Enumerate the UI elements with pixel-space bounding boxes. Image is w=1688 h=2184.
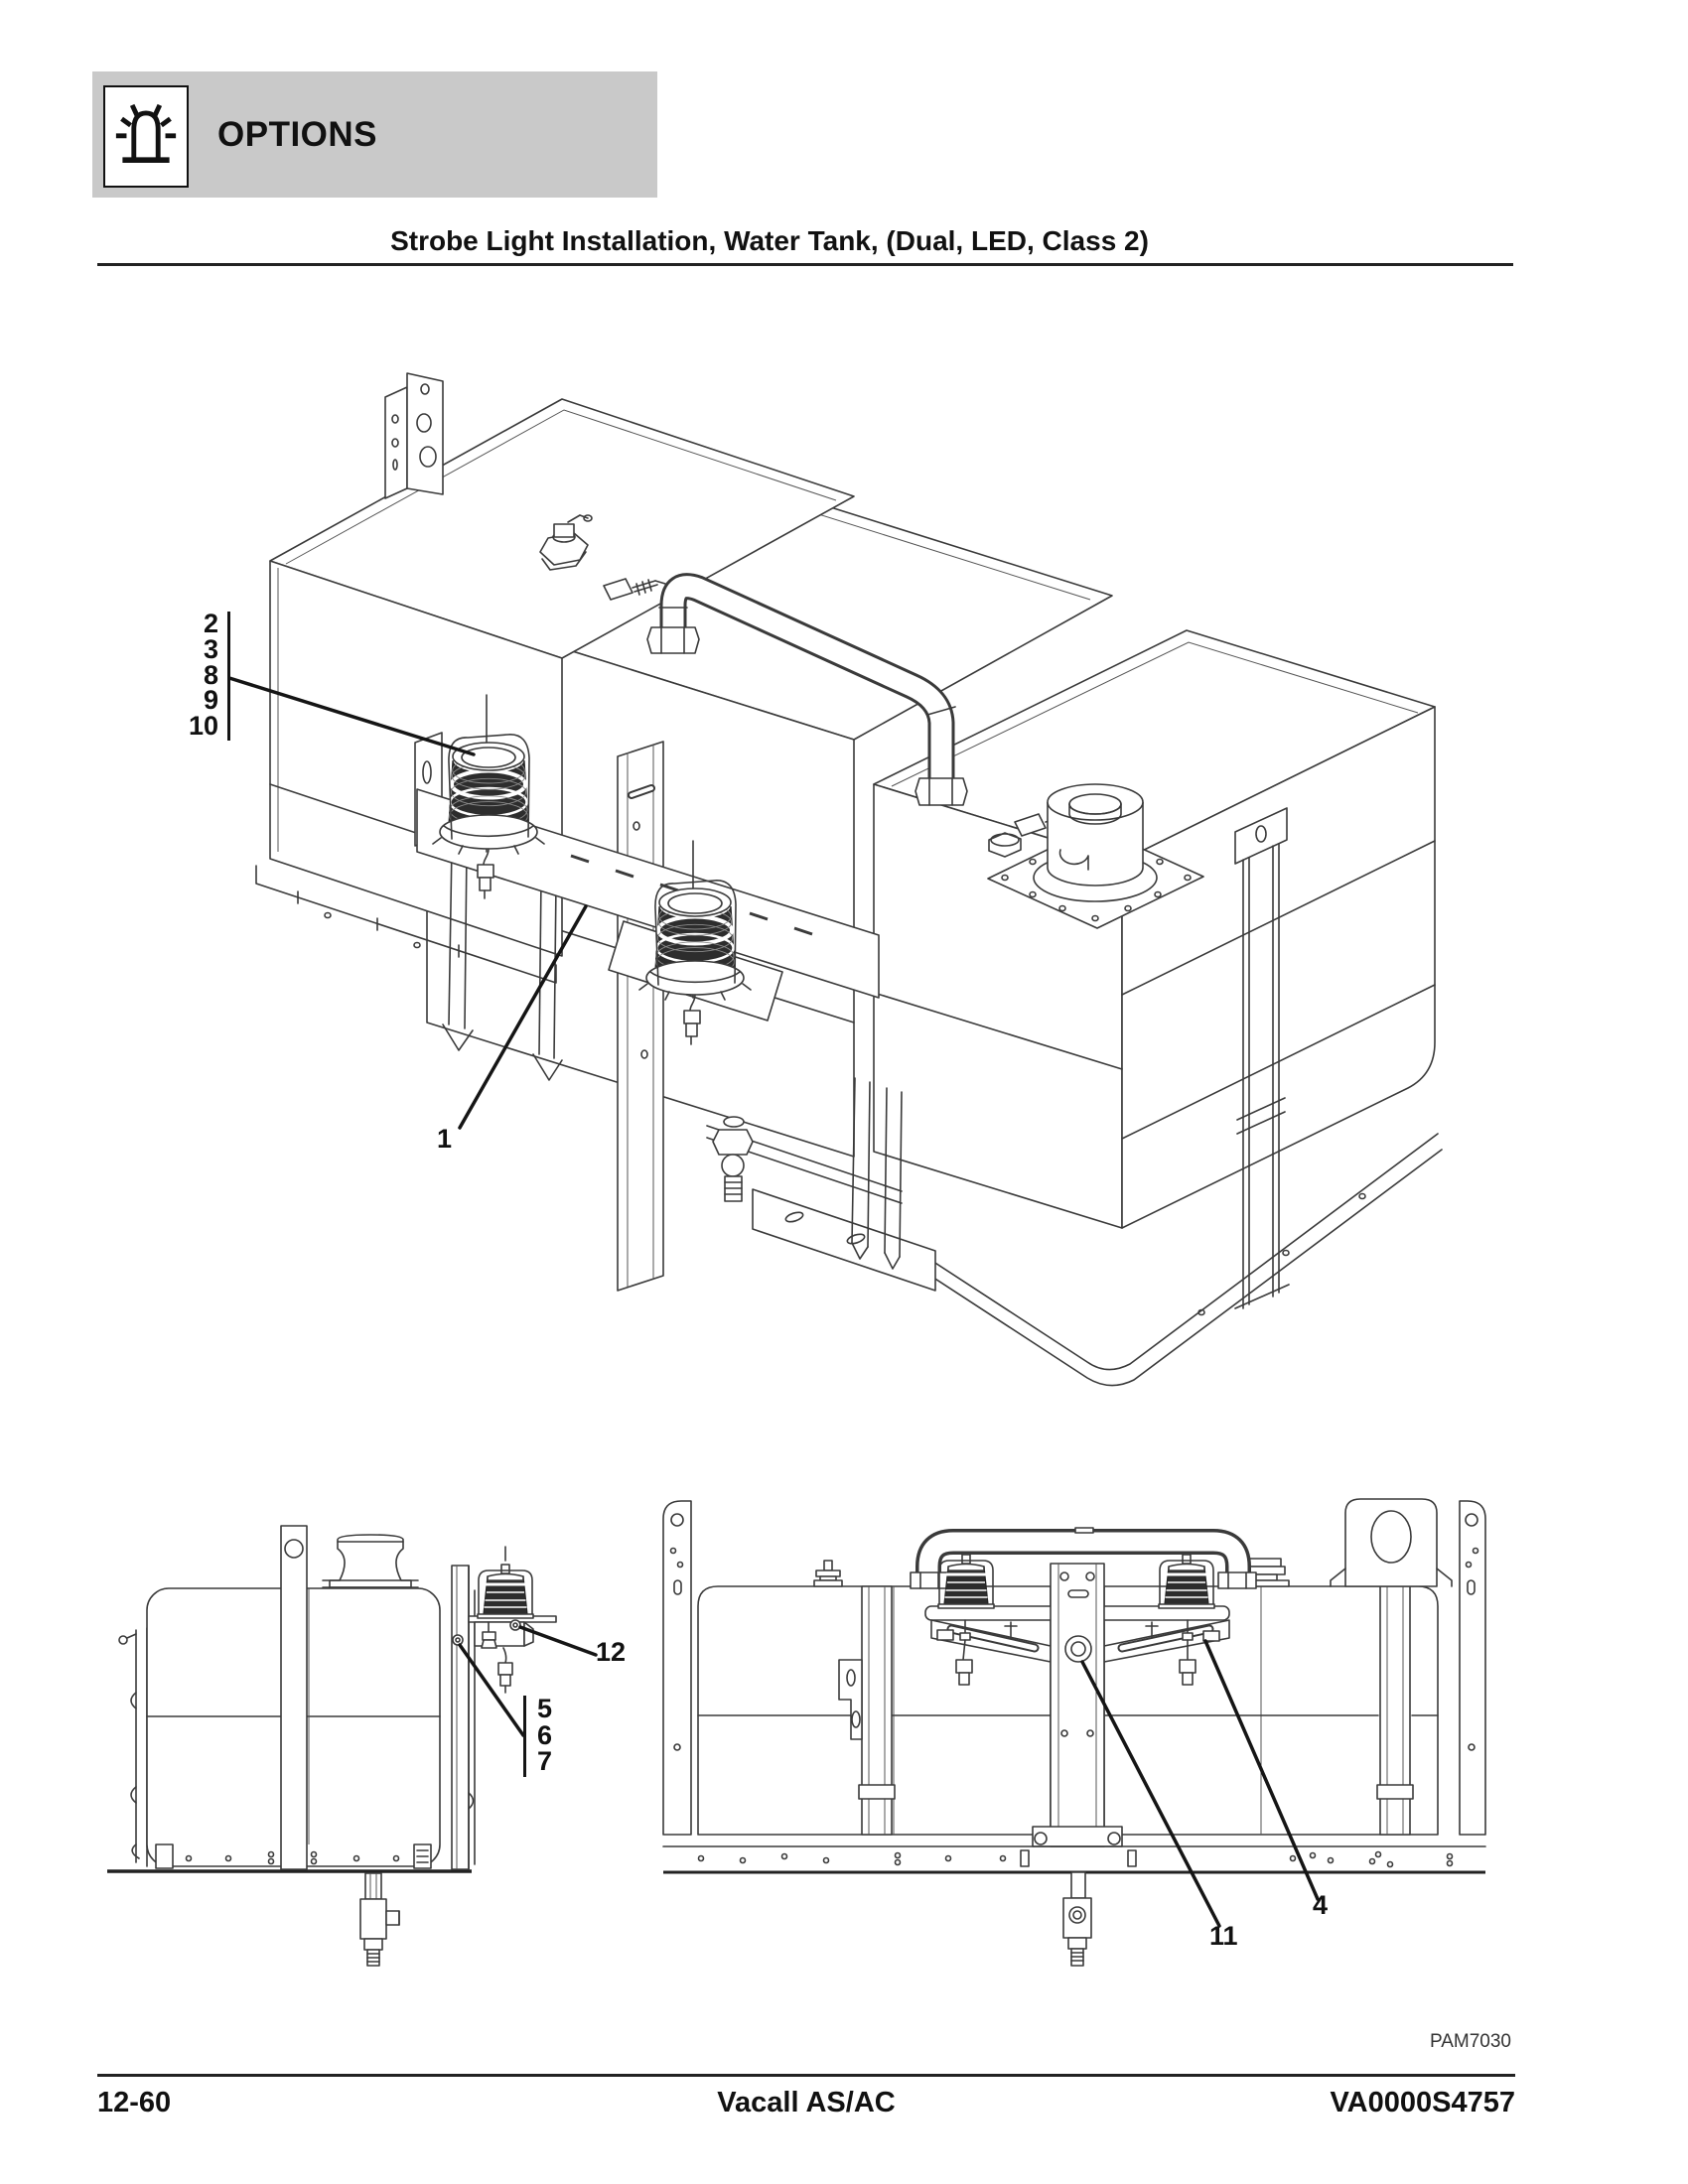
leader-item-12 (518, 1625, 598, 1657)
footer-model: Vacall AS/AC (717, 2087, 896, 2118)
strobe-light (432, 694, 545, 899)
footer-rule (97, 2074, 1515, 2077)
section-header-bar: OPTIONS (92, 71, 657, 198)
figure-code: PAM7030 (1429, 2031, 1511, 2052)
leader-item-4 (1203, 1639, 1320, 1901)
callout-11: 11 (1209, 1921, 1238, 1951)
callout-3: 3 (203, 633, 218, 664)
callout-1: 1 (437, 1124, 453, 1154)
callout-8: 8 (203, 659, 218, 690)
footer-page-number: 12-60 (97, 2087, 172, 2118)
leader-group-567 (458, 1643, 525, 1737)
side-elevation-view (107, 1525, 598, 1967)
callout-10: 10 (188, 711, 218, 742)
callout-2: 2 (203, 609, 218, 638)
callout-7: 7 (537, 1746, 553, 1777)
callout-9: 9 (203, 685, 218, 716)
title-rule (97, 263, 1513, 266)
callout-group-2-3-8-9-10: 2 3 8 9 10 (161, 609, 230, 742)
callout-group-5-6-7: 5 6 7 (523, 1696, 552, 1777)
page-title: Strobe Light Installation, Water Tank, (… (390, 225, 1149, 256)
callout-4: 4 (1313, 1890, 1329, 1920)
callout-6: 6 (537, 1719, 553, 1750)
callout-5: 5 (537, 1694, 553, 1723)
footer-document-number: VA0000S4757 (1330, 2087, 1515, 2118)
leader-item-1 (458, 904, 588, 1130)
front-elevation-view (662, 1498, 1486, 1967)
main-isometric-view (227, 372, 1443, 1387)
leader-group-23891 0 (227, 676, 476, 756)
strobe-beacon-icon (103, 85, 189, 188)
callout-12: 12 (596, 1637, 627, 1667)
footer: 12-60 Vacall AS/AC VA0000S4757 (97, 2087, 1515, 2120)
leader-item-11 (1080, 1660, 1221, 1928)
section-header-label: OPTIONS (217, 114, 378, 154)
